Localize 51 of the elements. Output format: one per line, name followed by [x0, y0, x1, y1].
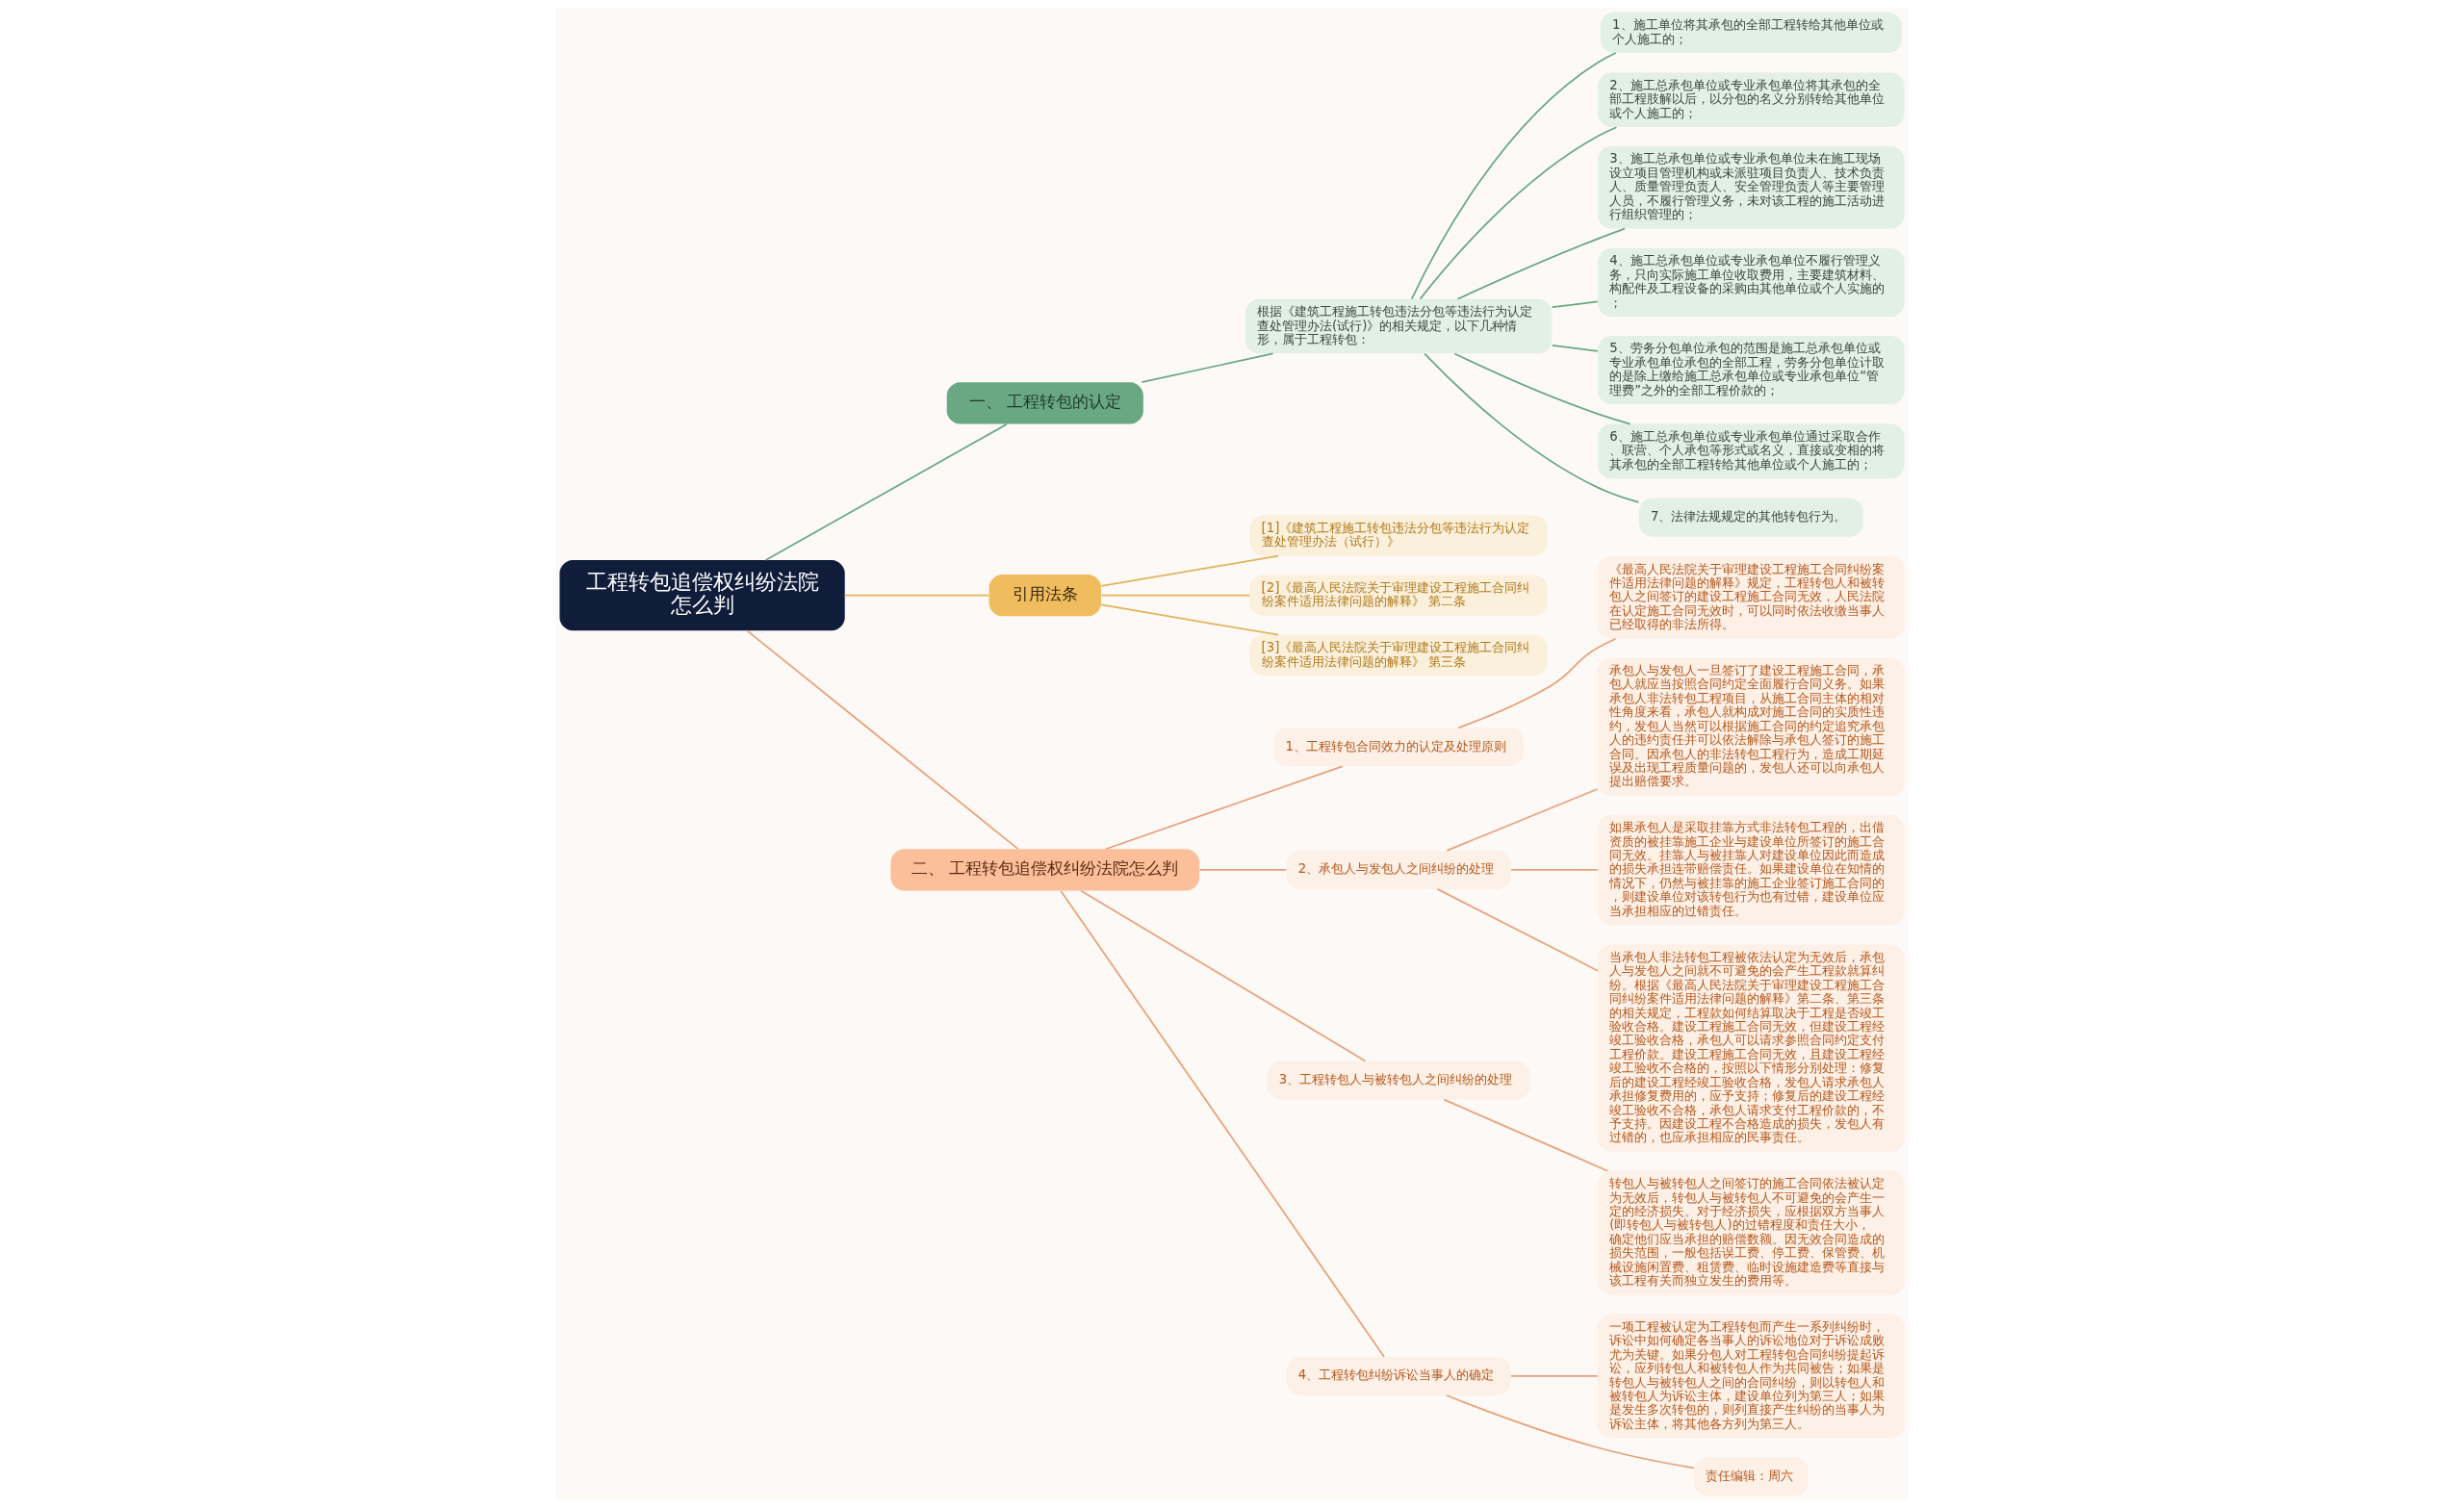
connector	[1080, 889, 1367, 1062]
connector	[1141, 352, 1274, 384]
node-box: [3]《最高人民法院关于审理建设工程施工合同纠纷案件适用法律问题的解释》 第三条	[1249, 634, 1548, 676]
connector	[764, 422, 1008, 561]
node-box: 5、劳务分包单位承包的范围是施工总承包单位或专业承包单位承包的全部工程，劳务分包单位计取的是除上缴给施工总承包单位或专业承包单位“管理费”之外的全部工程价款的；	[1598, 336, 1905, 405]
connector	[1100, 594, 1250, 597]
node-box: 2、施工总承包单位或专业承包单位将其承包的全部工程肢解以后，以分包的名义分别转给其他单位或个人施工的；	[1598, 72, 1905, 128]
connector	[1443, 1098, 1609, 1172]
node-box: 一项工程被认定为工程转包而产生一系列纠纷时，诉讼中如何确定各当事人的诉讼地位对于诉讼成败尤为关键。如果分包人对工程转包合同纠纷提起诉讼，应列转包人和被转包人作为共同被告；如果是转包人与被转包人之间的合同纠纷，则以转包人和被转包人为诉讼主体，建设单位列为第三人；如果是发生多次转包的，则列直接产生纠纷的当事人为诉讼主体，将其他各方列为第三人。	[1598, 1314, 1905, 1439]
connector	[1456, 227, 1626, 300]
node-box: 承包人与发包人一旦签订了建设工程施工合同，承包人就应当按照合同约定全面履行合同义务。如果承包人非法转包工程项目，从施工合同主体的相对性角度来看，承包人就构成对施工合同的实质性违约，发包人当然可以根据施工合同的约定追究承包人的违约责任并可以依法解除与承包人签订的施工合同。因承包人的非法转包工程行为，造成工期延误及出现工程质量问题的，发包人还可以向承包人提出赔偿要求。	[1598, 657, 1905, 796]
connector	[1060, 889, 1385, 1358]
connector	[1551, 300, 1599, 309]
connector	[1100, 603, 1279, 636]
connector	[1510, 1375, 1599, 1377]
connector	[1453, 352, 1631, 425]
node-box: 1、施工单位将其承包的全部工程转给其他单位或个人施工的；	[1600, 12, 1902, 53]
node-box: 《最高人民法院关于审理建设工程施工合同纠纷案件适用法律问题的解释》规定，工程转包人和被转包人之间签订的建设工程施工合同无效，人民法院在认定施工合同无效时，可以同时依法收缴当事人已经取得的非法所得。	[1598, 556, 1905, 639]
connector	[1436, 888, 1599, 972]
node-box: [2]《最高人民法院关于审理建设工程施工合同纠纷案件适用法律问题的解释》 第二条	[1249, 575, 1548, 616]
node-box: 工程转包追偿权纠纷法院怎么判	[559, 560, 845, 631]
node-box: 二、 工程转包追偿权纠纷法院怎么判	[890, 849, 1200, 891]
connector	[1446, 788, 1599, 852]
node-box: 3、工程转包人与被转包人之间纠纷的处理	[1267, 1061, 1530, 1100]
node-box: 6、施工总承包单位或专业承包单位通过采取合作、联营、个人承包等形式或名义，直接或变相的将其承包的全部工程转给其他单位或个人施工的；	[1598, 423, 1905, 479]
node-box: 如果承包人是采取挂靠方式非法转包工程的，出借资质的被挂靠施工企业与建设单位所签订的施工合同无效。挂靠人与被挂靠人对建设单位因此而造成的损失承担连带赔偿责任。如果建设单位在知情的情况下，仍然与被挂靠的施工企业签订施工合同的，则建设单位对该转包行为也有过错，建设单位应当承担相应的过错责任。	[1598, 814, 1905, 926]
node-box: 转包人与被转包人之间签订的施工合同依法被认定为无效后，转包人与被转包人不可避免的会产生一定的经济损失。对于经济损失，应根据双方当事人(即转包人与被转包人)的过错程度和责任大小，确定他们应当承担的赔偿数额。因无效合同造成的损失范围，一般包括误工费、停工费、保管费、机械设施闲置费、租赁费、临时设施建造费等直接与该工程有关而独立发生的费用等。	[1598, 1170, 1905, 1295]
node-box: 引用法条	[988, 575, 1102, 617]
connector	[1551, 345, 1599, 352]
node-box: 4、工程转包纠纷诉讼当事人的确定	[1286, 1356, 1511, 1395]
connector	[1446, 1394, 1695, 1470]
node-box: 根据《建筑工程施工转包违法分包等违法行为认定查处管理办法(试行)》的相关规定，以下几种情形，属于工程转包：	[1245, 298, 1553, 354]
node-box: [1]《建筑工程施工转包违法分包等违法行为认定查处管理办法（试行）》	[1249, 515, 1548, 556]
connector	[1198, 869, 1287, 871]
node-box: 责任编辑：周六	[1693, 1457, 1809, 1496]
connector	[1100, 554, 1279, 587]
node-box: 7、法律法规规定的其他转包行为。	[1638, 498, 1863, 537]
connector	[746, 629, 1019, 850]
connector	[1419, 126, 1618, 300]
node-box: 当承包人非法转包工程被依法认定为无效后，承包人与发包人之间就不可避免的会产生工程款就算纠纷。根据《最高人民法院关于审理建设工程施工合同纠纷案件适用法律问题的解释》第二条、第三条的相关规定，工程款如何结算取决于工程是否竣工验收合格。建设工程施工合同无效，但建设工程经竣工验收合格，承包人可以请求参照合同约定支付工程价款。建设工程施工合同无效，且建设工程经竣工验收不合格的，按照以下情形分别处理：修复后的建设工程经竣工验收合格，发包人请求承包人承担修复费用的，应予支持；修复后的建设工程经竣工验收不合格，承包人请求支付工程价款的，不予支持。因建设工程不合格造成的损失，发包人有过错的，也应承担相应的民事责任。	[1598, 944, 1905, 1152]
connector	[1410, 52, 1617, 300]
connector	[1510, 869, 1599, 871]
node-box: 4、施工总承包单位或专业承包单位不履行管理义务，只向实际施工单位收取费用，主要建筑材料、构配件及工程设备的采购由其他单位或个人实施的；	[1598, 248, 1905, 318]
connector	[1457, 637, 1617, 729]
connector	[1424, 352, 1640, 503]
node-box: 2、承包人与发包人之间纠纷的处理	[1286, 850, 1511, 889]
node-box: 1、工程转包合同效力的认定及处理原则	[1273, 728, 1524, 767]
connector	[843, 594, 990, 597]
node-box: 一、 工程转包的认定	[946, 382, 1143, 424]
node-box: 3、施工总承包单位或专业承包单位未在施工现场设立项目管理机构或未派驻项目负责人、技术负责人、质量管理负责人、安全管理负责人等主要管理人员，不履行管理义务，未对该工程的施工活动进行组织管理的；	[1598, 146, 1905, 229]
connector	[1104, 765, 1344, 851]
